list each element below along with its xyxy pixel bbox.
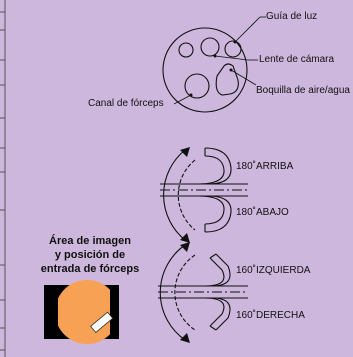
- image-area-title-line1: Área de imagen: [49, 235, 131, 247]
- label-air-water-nozzle: Boquilla de aire/agua: [256, 85, 350, 96]
- light-guide-left: [178, 42, 194, 58]
- forceps-channel: [184, 73, 210, 99]
- label-forceps-channel: Canal de fórceps: [88, 98, 164, 109]
- image-area-title: Área de imagen y posición de entrada de …: [20, 234, 160, 276]
- label-camera-lens: Lente de cámara: [259, 54, 335, 65]
- image-area-illustration: [44, 280, 119, 344]
- tip-face-outline: [162, 27, 248, 113]
- label-left: 160˚IZQUIERDA: [236, 265, 311, 276]
- label-right: 160˚DERECHA: [236, 310, 305, 321]
- up-down-angulation: [160, 147, 248, 243]
- forceps-entry-marker: [90, 311, 114, 334]
- label-light-guide: Guía de luz: [266, 11, 318, 22]
- image-area-title-line2: y posición de: [54, 249, 126, 261]
- air-water-nozzle: [215, 63, 239, 96]
- left-edge-ruler: [0, 0, 6, 357]
- left-right-angulation: [158, 242, 248, 343]
- image-area-title-line3: entrada de fórceps: [40, 263, 140, 275]
- camera-lens: [200, 37, 220, 57]
- label-down: 180˚ABAJO: [236, 207, 289, 218]
- light-guide-right: [224, 40, 242, 58]
- image-field: [55, 280, 119, 344]
- label-up: 180˚ARRIBA: [236, 161, 294, 172]
